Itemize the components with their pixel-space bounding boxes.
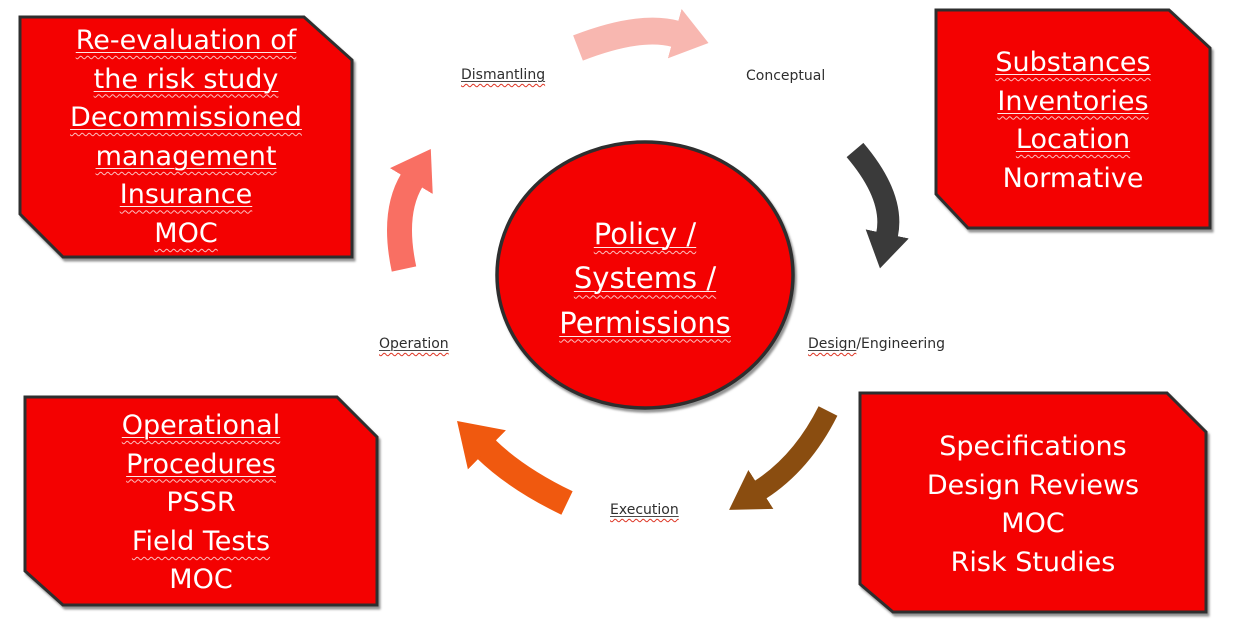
callout-top-left-shape xyxy=(18,15,354,259)
stage-label-operation: Operation xyxy=(379,336,449,352)
callout-line: MOC xyxy=(154,217,218,249)
arrow-design-to-execution xyxy=(729,406,838,510)
callout-top-right-text: Substances Inventories Location Normativ… xyxy=(936,44,1210,198)
callout-bottom-left-text: Operational Procedures PSSR Field Tests … xyxy=(25,407,377,600)
callout-line: MOC xyxy=(169,564,233,596)
callout-line: Normative xyxy=(1002,162,1144,194)
arrow-dismantling-to-conceptual xyxy=(573,8,709,61)
stage-label-dismantling: Dismantling xyxy=(461,67,546,83)
callout-line: Location xyxy=(1015,124,1131,156)
stage-label-execution: Execution xyxy=(610,502,679,518)
arrow-operation-to-dismantling xyxy=(387,148,433,272)
callout-bottom-right-text: Specifications Design Reviews MOC Risk S… xyxy=(860,428,1206,582)
callout-line: Specifications xyxy=(939,431,1127,462)
callout-line: Re-evaluation of xyxy=(75,25,297,56)
callout-line: Field Tests xyxy=(131,525,271,557)
arrow-conceptual-to-design xyxy=(846,142,909,269)
callout-line: Operational xyxy=(121,410,281,441)
stage-label-design-engineering: Design/Engineering xyxy=(808,336,946,352)
callout-line: Substances xyxy=(995,47,1151,78)
center-line: Permissions xyxy=(559,305,731,340)
arrow-execution-to-operation xyxy=(457,420,573,515)
callout-line: Design Reviews xyxy=(926,469,1140,501)
center-ellipse xyxy=(495,140,795,410)
callout-bottom-right-shape xyxy=(858,391,1208,614)
callout-line: Procedures xyxy=(126,448,276,480)
stage-label-conceptual: Conceptual xyxy=(746,68,826,84)
callout-line: Inventories xyxy=(997,85,1149,117)
callout-bottom-left-shape xyxy=(23,395,379,607)
callout-line: Risk Studies xyxy=(950,546,1116,578)
callout-line: Decommissioned xyxy=(70,102,302,134)
callout-line: PSSR xyxy=(166,487,236,519)
callout-top-left-text: Re-evaluation of the risk study Decommis… xyxy=(20,22,352,254)
center-line: Policy / xyxy=(593,217,697,251)
center-ellipse-text: Policy / Systems / Permissions xyxy=(497,212,793,345)
callout-top-right-shape xyxy=(934,8,1212,230)
callout-line: Insurance xyxy=(119,179,253,211)
callout-line: management xyxy=(95,140,277,172)
callout-line: the risk study xyxy=(93,63,279,95)
center-line: Systems / xyxy=(573,261,717,296)
callout-line: MOC xyxy=(1001,508,1065,540)
